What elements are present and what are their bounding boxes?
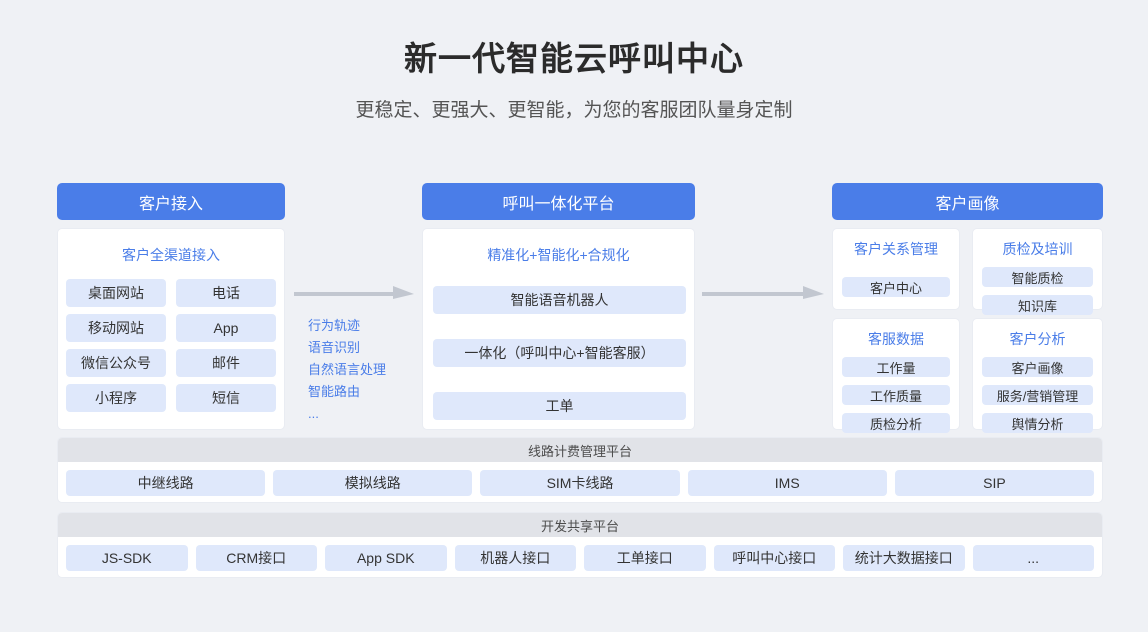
box-service-data: 客服数据 工作量 工作质量 质检分析: [832, 318, 960, 433]
profile-chip: 工作量: [842, 357, 950, 377]
access-chip: App: [176, 314, 276, 342]
header-call-platform: 呼叫一体化平台: [422, 183, 695, 220]
flow-item: 自然语言处理: [308, 362, 387, 377]
box-customer-analysis: 客户分析 客户画像 服务/营销管理 舆情分析: [972, 318, 1103, 433]
access-chip-grid: 桌面网站 电话 移动网站 App 微信公众号 邮件 小程序 短信: [58, 265, 284, 412]
platform-chip: 工单: [433, 392, 686, 420]
header-customer-profile: 客户画像: [832, 183, 1103, 220]
line-chip: SIM卡线路: [480, 470, 680, 496]
dev-chip: App SDK: [325, 545, 447, 571]
line-chip: SIP: [894, 470, 1095, 496]
platform-chip: 智能语音机器人: [433, 286, 686, 314]
flow-middle-to-right: [701, 284, 825, 305]
profile-chip: 客户画像: [982, 357, 1093, 377]
dev-chip: 呼叫中心接口: [713, 545, 835, 571]
panel-customer-access: 客户全渠道接入 桌面网站 电话 移动网站 App 微信公众号 邮件 小程序 短信: [57, 228, 285, 430]
line-chip: IMS: [687, 470, 887, 496]
panel-call-platform: 精准化+智能化+合规化 智能语音机器人 一体化（呼叫中心+智能客服） 工单: [422, 228, 695, 430]
dev-chip-row: JS-SDK CRM接口 App SDK 机器人接口 工单接口 呼叫中心接口 统…: [58, 537, 1102, 571]
profile-chip: 质检分析: [842, 413, 950, 433]
flow-item: 语音识别: [308, 340, 361, 355]
dev-chip-ellipsis: ...: [972, 545, 1094, 571]
dev-chip: CRM接口: [195, 545, 317, 571]
dev-chip: JS-SDK: [66, 545, 188, 571]
platform-chip: 一体化（呼叫中心+智能客服）: [433, 339, 686, 367]
box-quality-training: 质检及培训 智能质检 知识库: [972, 228, 1103, 315]
flow-item-ellipsis: ...: [308, 406, 319, 421]
profile-chip: 客户中心: [842, 277, 950, 297]
bar-title: 线路计费管理平台: [58, 438, 1102, 462]
flow-capability-list: 行为轨迹 语音识别 自然语言处理 智能路由 ...: [308, 315, 418, 425]
page-title: 新一代智能云呼叫中心: [404, 40, 744, 77]
dev-chip: 统计大数据接口: [843, 545, 965, 571]
profile-chip: 知识库: [982, 295, 1093, 315]
line-chip-row: 中继线路 模拟线路 SIM卡线路 IMS SIP: [58, 462, 1102, 496]
right-arrow-icon: [702, 286, 824, 299]
box-title: 客户分析: [1009, 331, 1066, 347]
access-chip: 桌面网站: [66, 279, 166, 307]
profile-chip: 智能质检: [982, 267, 1093, 287]
profile-chip: 舆情分析: [982, 413, 1093, 433]
right-arrow-icon: [294, 286, 414, 299]
access-chip: 微信公众号: [66, 349, 166, 377]
dev-chip: 机器人接口: [454, 545, 576, 571]
box-crm: 客户关系管理 客户中心: [832, 228, 960, 310]
flow-item: 行为轨迹: [308, 318, 361, 333]
bar-line-billing-platform: 线路计费管理平台 中继线路 模拟线路 SIM卡线路 IMS SIP: [57, 437, 1103, 503]
panel-title-precision: 精准化+智能化+合规化: [487, 247, 630, 263]
access-chip: 移动网站: [66, 314, 166, 342]
access-chip: 电话: [176, 279, 276, 307]
profile-chip: 服务/营销管理: [982, 385, 1093, 405]
line-chip: 中继线路: [66, 470, 266, 496]
flow-left-to-middle: 行为轨迹 语音识别 自然语言处理 智能路由 ...: [293, 284, 418, 425]
box-title: 客户关系管理: [854, 241, 938, 257]
access-chip: 小程序: [66, 384, 166, 412]
page-subtitle: 更稳定、更强大、更智能，为您的客服团队量身定制: [355, 100, 793, 121]
box-title: 质检及培训: [1002, 241, 1073, 257]
access-chip: 短信: [176, 384, 276, 412]
dev-chip: 工单接口: [584, 545, 706, 571]
profile-chip: 工作质量: [842, 385, 950, 405]
access-chip: 邮件: [176, 349, 276, 377]
bar-dev-sharing-platform: 开发共享平台 JS-SDK CRM接口 App SDK 机器人接口 工单接口 呼…: [57, 512, 1103, 578]
flow-item: 智能路由: [308, 384, 361, 399]
panel-title-omnichannel: 客户全渠道接入: [122, 247, 220, 263]
line-chip: 模拟线路: [273, 470, 473, 496]
header-customer-access: 客户接入: [57, 183, 285, 220]
bar-title: 开发共享平台: [58, 513, 1102, 537]
box-title: 客服数据: [868, 331, 924, 347]
